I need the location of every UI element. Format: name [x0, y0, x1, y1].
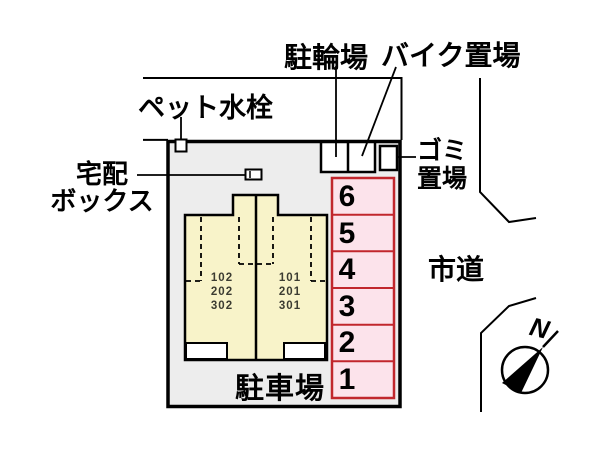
delivery-box-marker	[244, 168, 263, 181]
east-road-boundary-upper	[479, 78, 537, 224]
parking-space-number-1: 1	[338, 362, 356, 396]
compass-needle	[502, 347, 543, 393]
garbage-area-label-line2: 置場	[417, 165, 468, 193]
north-boundary-line	[143, 77, 403, 140]
left-unit-room-numbers: 102 202 302	[192, 271, 252, 313]
parking-space-grid	[330, 176, 396, 400]
garbage-area-label-line1: ゴミ	[417, 137, 468, 165]
bicycle-parking-label: 駐輪場	[284, 42, 369, 73]
parking-space-number-2: 2	[338, 325, 356, 359]
delivery-box-label: 宅配 ボックス	[40, 161, 164, 215]
parking-lot-label: 駐車場	[235, 373, 326, 405]
compass-north-arrow-icon	[500, 330, 559, 395]
parking-space-number-5: 5	[338, 216, 356, 250]
room-number: 301	[278, 300, 302, 312]
entrance-right	[283, 342, 326, 360]
room-number: 202	[210, 286, 234, 298]
parking-space-number-6: 6	[338, 179, 356, 213]
motorcycle-parking-leader-line	[361, 66, 397, 157]
room-number: 302	[210, 300, 234, 312]
parking-space-number-3: 3	[338, 289, 356, 323]
room-number: 101	[278, 272, 302, 284]
garbage-area-label: ゴミ 置場	[417, 137, 467, 193]
bicycle-parking-stalls	[319, 140, 377, 174]
city-road-label: 市道	[428, 254, 485, 285]
right-unit-room-numbers: 101 201 301	[260, 271, 320, 313]
delivery-box-label-line2: ボックス	[50, 186, 154, 216]
parking-space-number-4: 4	[338, 252, 356, 286]
room-number: 102	[210, 272, 234, 284]
entrance-left	[185, 342, 228, 360]
compass-needle-line	[542, 330, 559, 348]
east-road-boundary-lower	[480, 297, 537, 412]
pet-faucet-label: ペット水栓	[138, 93, 273, 123]
garbage-box-marker	[378, 144, 399, 172]
leader-lines	[137, 66, 416, 176]
balcony-dashed-outline	[186, 217, 326, 282]
pet-faucet-box-marker	[174, 138, 188, 153]
motorcycle-parking-label: バイク置場	[381, 40, 521, 71]
delivery-box-label-line1: 宅配	[75, 159, 128, 189]
room-number: 201	[278, 286, 302, 298]
